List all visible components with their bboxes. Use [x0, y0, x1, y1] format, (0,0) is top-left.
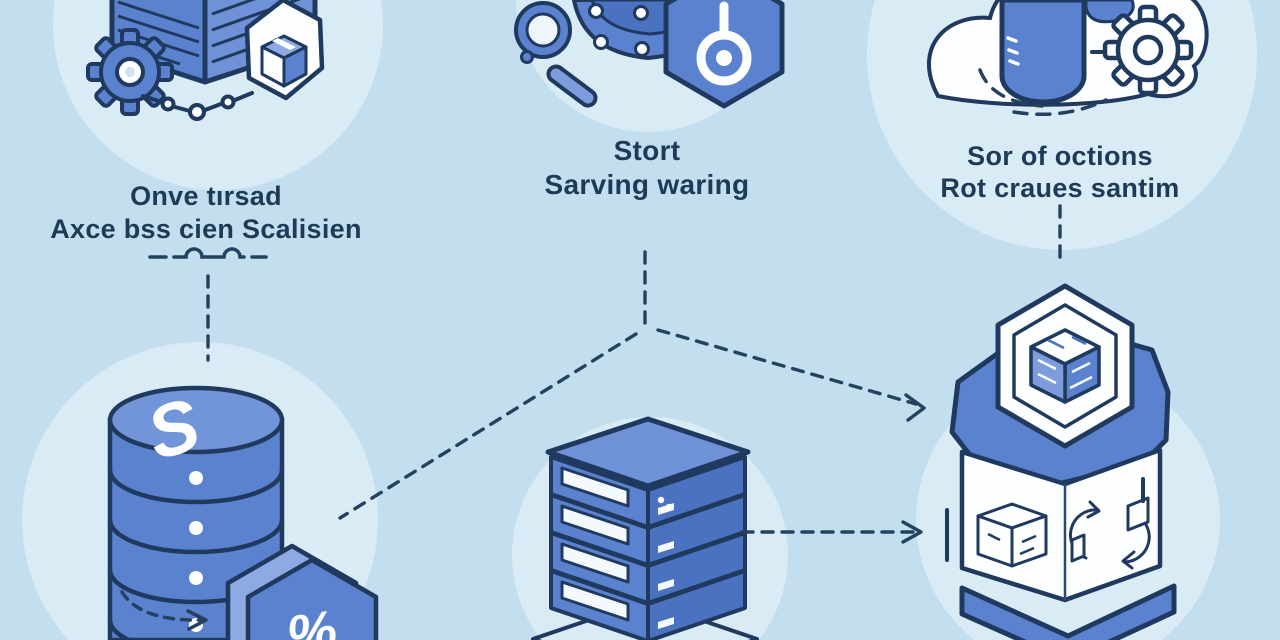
magnifier-lens	[525, 12, 561, 48]
label-top-right-line2: Rot craues santim	[940, 173, 1180, 203]
chevron-icon	[959, 583, 1177, 640]
motion-marks	[945, 477, 1145, 562]
magnifier-joint	[520, 50, 534, 64]
cluster-top-center	[514, 0, 785, 109]
cluster-bottom-right	[945, 283, 1177, 640]
power-dot	[716, 50, 732, 66]
package-left	[260, 45, 286, 88]
label-top-left-line2: Axce bss cien Scalisien	[50, 214, 362, 244]
cylinder-dashed-arcs	[978, 68, 1108, 117]
cluster-top-left	[86, 0, 325, 121]
power-hexagon-icon	[663, 0, 785, 109]
package-hexagon-icon	[244, 0, 325, 101]
percent-symbol: %	[283, 598, 341, 640]
cluster-top-right	[926, 0, 1209, 117]
gear-hub	[1132, 34, 1164, 66]
cube-sketch-icon	[976, 502, 1048, 568]
connector-diagonal-left	[338, 332, 638, 520]
database-cylinder-icon	[978, 0, 1108, 117]
badge-inner-hexagon	[1012, 303, 1118, 429]
package-badge-icon	[995, 283, 1135, 449]
ring-dots	[588, 3, 650, 57]
label-top-center: Stort Sarving waring	[492, 134, 802, 202]
label-top-center-line2: Sarving waring	[544, 169, 750, 200]
curved-arrow-icon	[120, 590, 208, 631]
chain-links-icon	[141, 91, 254, 121]
gear-hub-center	[125, 67, 135, 77]
label-top-center-line1: Stort	[613, 135, 681, 166]
rack-indicator-dots	[657, 496, 673, 511]
badge-cube-maze	[1037, 335, 1093, 390]
cylinder-highlights	[1006, 36, 1020, 66]
label-top-left-line1: Onve tırsad	[130, 181, 282, 211]
label-top-right-line1: Sor of octions	[967, 141, 1153, 171]
sync-arrows-icon	[1069, 496, 1151, 570]
magnifier-handle	[550, 68, 594, 104]
stack-top	[107, 385, 285, 455]
rack-top-face	[545, 416, 751, 489]
label-top-right: Sor of octions Rot craues santim	[888, 140, 1232, 204]
gear-icon	[86, 28, 174, 116]
chain-divider-line	[148, 247, 268, 259]
cluster-bottom-center	[531, 416, 759, 640]
percent-hexagon-icon: %	[225, 543, 379, 640]
magnifier-icon	[514, 1, 598, 108]
cluster-bottom-left: S %	[107, 382, 379, 640]
server-rack-icon	[545, 416, 751, 640]
arrowhead-diagonal-right	[904, 393, 926, 422]
label-top-left: Onve tırsad Axce bss cien Scalisien	[20, 180, 392, 246]
gear-icon	[1102, 4, 1194, 96]
cylinder-body	[999, 0, 1087, 105]
package-ribbon	[272, 38, 296, 50]
connectors	[148, 204, 1062, 544]
cube-sketch-maze	[987, 518, 1037, 556]
arrowhead-horizontal	[901, 520, 923, 544]
percent-hexagon-front	[245, 557, 379, 640]
connector-diagonal-right	[656, 328, 918, 406]
